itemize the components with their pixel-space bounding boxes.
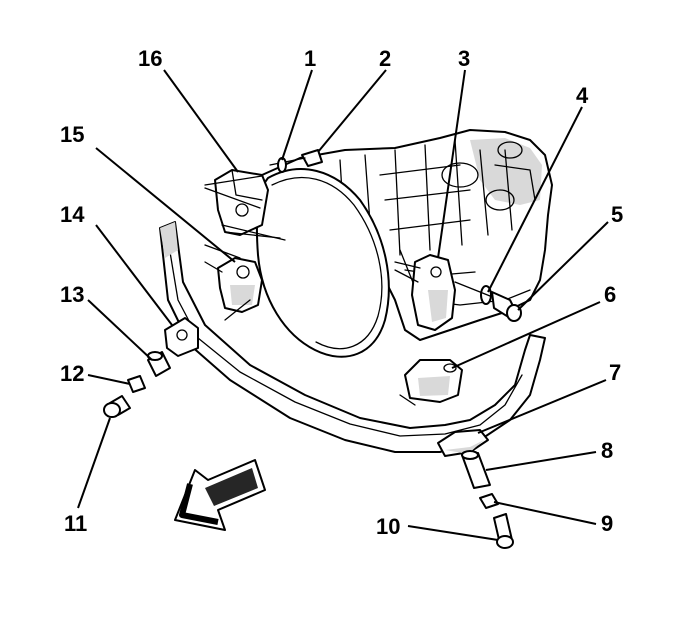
- callout-12: 12: [60, 361, 84, 386]
- callout-9: 9: [601, 511, 613, 536]
- direction-arrow-icon: [174, 459, 266, 531]
- bolt-11: [103, 395, 131, 418]
- callout-2: 2: [379, 46, 391, 71]
- spacer-7: [437, 429, 489, 457]
- left-mount-bracket: [204, 169, 286, 241]
- washer-1: [277, 157, 287, 173]
- callout-8: 8: [601, 438, 613, 463]
- right-mount-bracket: [394, 254, 456, 331]
- sleeve-13: [147, 351, 171, 377]
- bolt-10: [493, 513, 514, 549]
- callout-10: 10: [376, 514, 400, 539]
- washer-9: [479, 493, 499, 509]
- callout-7: 7: [609, 360, 621, 385]
- callout-6: 6: [604, 282, 616, 307]
- sleeve-8: [461, 450, 491, 489]
- callout-14: 14: [60, 202, 85, 227]
- callout-labels: 16 1 2 3 4 5 6 7 8 9 10 11 12 13 14 15: [60, 46, 623, 539]
- flex-plate: [255, 168, 390, 358]
- leader-lines: [77, 69, 609, 541]
- washer-12: [127, 375, 146, 393]
- callout-15: 15: [60, 122, 84, 147]
- callout-3: 3: [458, 46, 470, 71]
- left-mount-insulator: [204, 244, 263, 321]
- spacer-14: [164, 317, 199, 357]
- bolt-2: [269, 149, 323, 167]
- callout-13: 13: [60, 282, 84, 307]
- callout-4: 4: [576, 83, 589, 108]
- callout-1: 1: [304, 46, 316, 71]
- callout-16: 16: [138, 46, 162, 71]
- right-insulator: [399, 359, 463, 406]
- callout-11: 11: [64, 511, 87, 536]
- callout-5: 5: [611, 202, 623, 227]
- bolt-5: [454, 281, 522, 322]
